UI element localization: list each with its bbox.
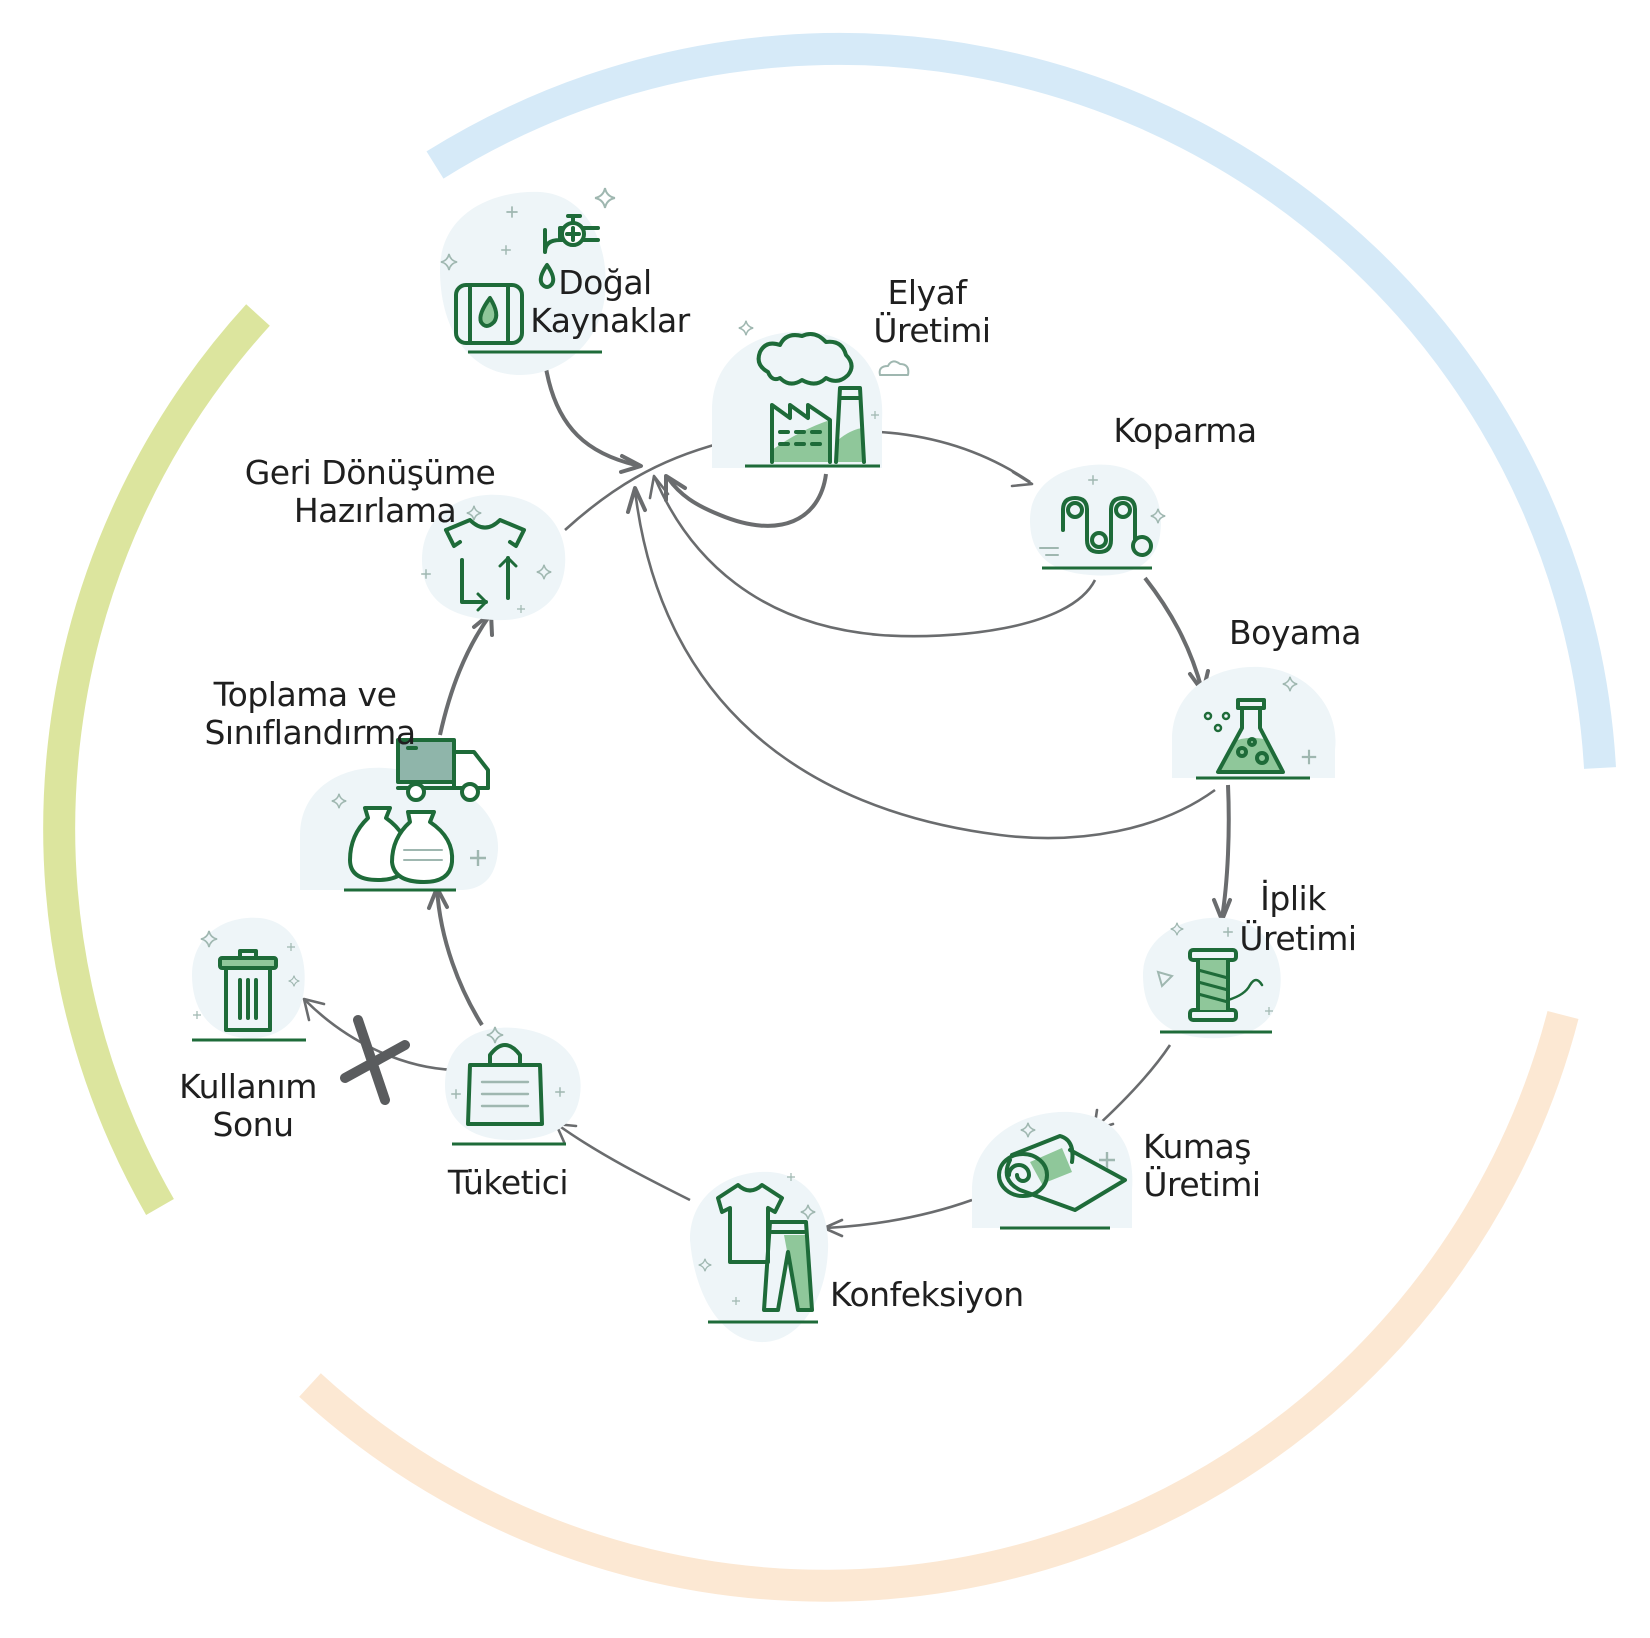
node-tuketici-line1: Tüketici xyxy=(447,1163,568,1202)
shopping-bag-icon xyxy=(466,1043,544,1126)
node-dogal-line2: Kaynaklar xyxy=(530,301,690,340)
svg-text:Geri Dönüşüme Hazırlama: Geri Dönüşüme Hazırlama xyxy=(245,453,506,530)
truck-sacks-icon xyxy=(348,738,490,884)
spool-icon xyxy=(1188,948,1264,1022)
factory-icon xyxy=(756,332,910,464)
top-right-arc xyxy=(426,33,1616,769)
node-elyaf-line2: Üretimi xyxy=(873,310,990,350)
svg-text:Boyama: Boyama xyxy=(1229,613,1361,652)
svg-text:Toplama ve Sınıflandırma: Toplama ve Sınıflandırma xyxy=(204,675,415,752)
node-koparma: Koparma xyxy=(1030,411,1257,576)
node-geri-line1: Geri Dönüşüme xyxy=(245,453,496,492)
node-geri-donusume: Geri Dönüşüme Hazırlama xyxy=(245,453,566,621)
svg-text:Kullanım Sonu: Kullanım Sonu xyxy=(179,1067,327,1144)
node-toplama-line2: Sınıflandırma xyxy=(204,713,415,752)
node-dogal-kaynaklar: Doğal Kaynaklar xyxy=(440,187,691,375)
node-toplama-line1: Toplama ve xyxy=(213,675,397,714)
trash-bin-icon xyxy=(218,949,278,1032)
flow-arrows xyxy=(302,361,1232,1238)
node-kullanim-line2: Sonu xyxy=(213,1105,294,1144)
node-iplik-line1: İplik xyxy=(1260,879,1327,918)
node-dogal-line1: Doğal xyxy=(558,263,651,302)
node-kumas-line1: Kumaş xyxy=(1143,1127,1251,1166)
fabric-roll-icon xyxy=(997,1134,1127,1212)
svg-text:İplik Üretimi: İplik Üretimi xyxy=(1239,879,1356,958)
node-iplik-uretimi: İplik Üretimi xyxy=(1143,879,1357,1039)
node-boyama-line1: Boyama xyxy=(1229,613,1361,652)
flask-icon xyxy=(1203,698,1285,774)
node-konfeksiyon-line1: Konfeksiyon xyxy=(830,1275,1024,1314)
node-kullanim-line1: Kullanım xyxy=(179,1067,317,1106)
svg-text:Konfeksiyon: Konfeksiyon xyxy=(830,1275,1024,1314)
node-toplama: Toplama ve Sınıflandırma xyxy=(204,675,499,892)
node-geri-line2: Hazırlama xyxy=(294,491,456,530)
node-kullanim-sonu: Kullanım Sonu xyxy=(179,917,327,1144)
node-konfeksiyon: Konfeksiyon xyxy=(690,1171,1024,1343)
svg-text:Kumaş Üretimi: Kumaş Üretimi xyxy=(1143,1127,1261,1204)
node-elyaf-uretimi: Elyaf Üretimi xyxy=(712,273,991,468)
node-iplik-line2: Üretimi xyxy=(1239,918,1356,958)
node-koparma-line1: Koparma xyxy=(1113,411,1256,450)
barrel-tap-icon xyxy=(454,214,600,345)
node-tuketici: Tüketici xyxy=(445,1026,581,1202)
left-arc xyxy=(43,304,270,1215)
bottom-arc xyxy=(299,1010,1579,1602)
svg-text:Koparma: Koparma xyxy=(1113,411,1256,450)
rollers-icon xyxy=(1039,496,1153,557)
node-elyaf-line1: Elyaf xyxy=(888,273,969,312)
blocked-cross xyxy=(340,1015,410,1105)
svg-text:Tüketici: Tüketici xyxy=(447,1163,568,1202)
svg-text:Doğal Kaynaklar: Doğal Kaynaklar xyxy=(530,263,690,340)
node-boyama: Boyama xyxy=(1172,613,1361,780)
node-kumas-uretimi: Kumaş Üretimi xyxy=(972,1111,1261,1230)
clothes-icon xyxy=(716,1183,814,1312)
recycle-shirt-icon xyxy=(444,518,526,612)
node-kumas-line2: Üretimi xyxy=(1143,1164,1260,1204)
svg-text:Elyaf Üretimi: Elyaf Üretimi xyxy=(873,273,990,350)
